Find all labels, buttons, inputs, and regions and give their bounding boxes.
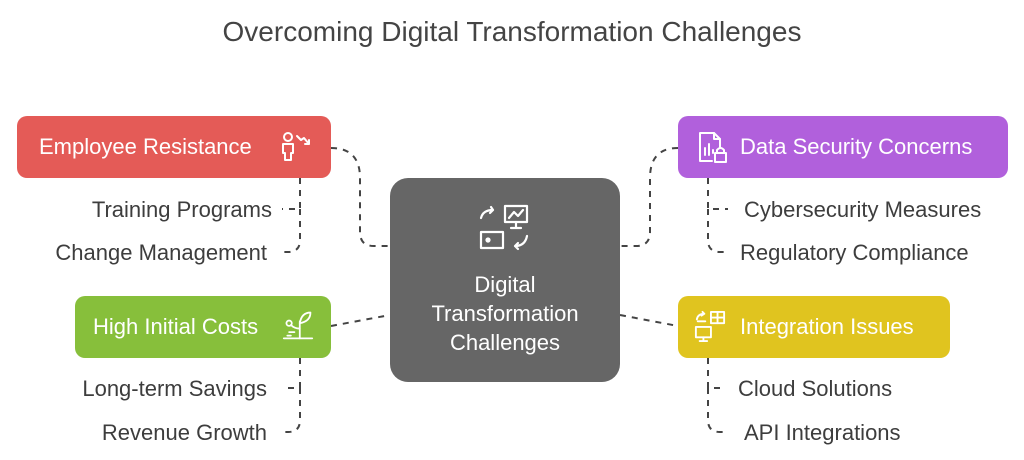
high-initial-costs-label: High Initial Costs [93,314,259,339]
connector-integration [619,314,679,327]
data-security-node: Data Security Concerns [678,116,1008,178]
solution-cloud-solutions: Cloud Solutions [738,376,893,401]
secure-document-icon [699,132,727,163]
connector-training [282,178,301,210]
presentation-chart-icon [479,204,529,251]
solution-api-integrations: API Integrations [744,420,901,445]
center-node: Digital Transformation Challenges [390,178,620,382]
solution-revenue-growth: Revenue Growth [101,420,267,445]
solution-regulatory-compliance: Regulatory Compliance [740,240,969,265]
connector-cyber [707,178,728,210]
connector-cloud [707,358,724,389]
connector-change [282,209,301,253]
integration-issues-node: Integration Issues [678,296,950,358]
growing-plant-icon [282,311,314,340]
solution-change-management: Change Management [55,240,267,265]
connector-security [620,147,679,247]
center-label: Digital Transformation Challenges [431,272,579,355]
connector-revenue [282,388,301,433]
connector-employee [330,147,390,247]
solution-training-programs: Training Programs [91,197,272,222]
data-security-label: Data Security Concerns [740,134,973,159]
solution-cybersecurity-measures: Cybersecurity Measures [744,197,982,222]
high-initial-costs-node: High Initial Costs [75,296,331,358]
sync-table-icon [694,310,726,342]
employee-resistance-node: Employee Resistance [17,116,331,178]
connector-regulatory [707,209,728,253]
diagram-title: Overcoming Digital Transformation Challe… [222,16,802,47]
connector-costs [330,314,391,327]
employee-resistance-label: Employee Resistance [39,134,252,159]
solution-long-term-savings: Long-term Savings [82,376,267,401]
integration-issues-label: Integration Issues [740,314,914,339]
connector-api [707,388,728,433]
person-decline-icon [282,132,310,161]
connector-savings [284,358,301,389]
